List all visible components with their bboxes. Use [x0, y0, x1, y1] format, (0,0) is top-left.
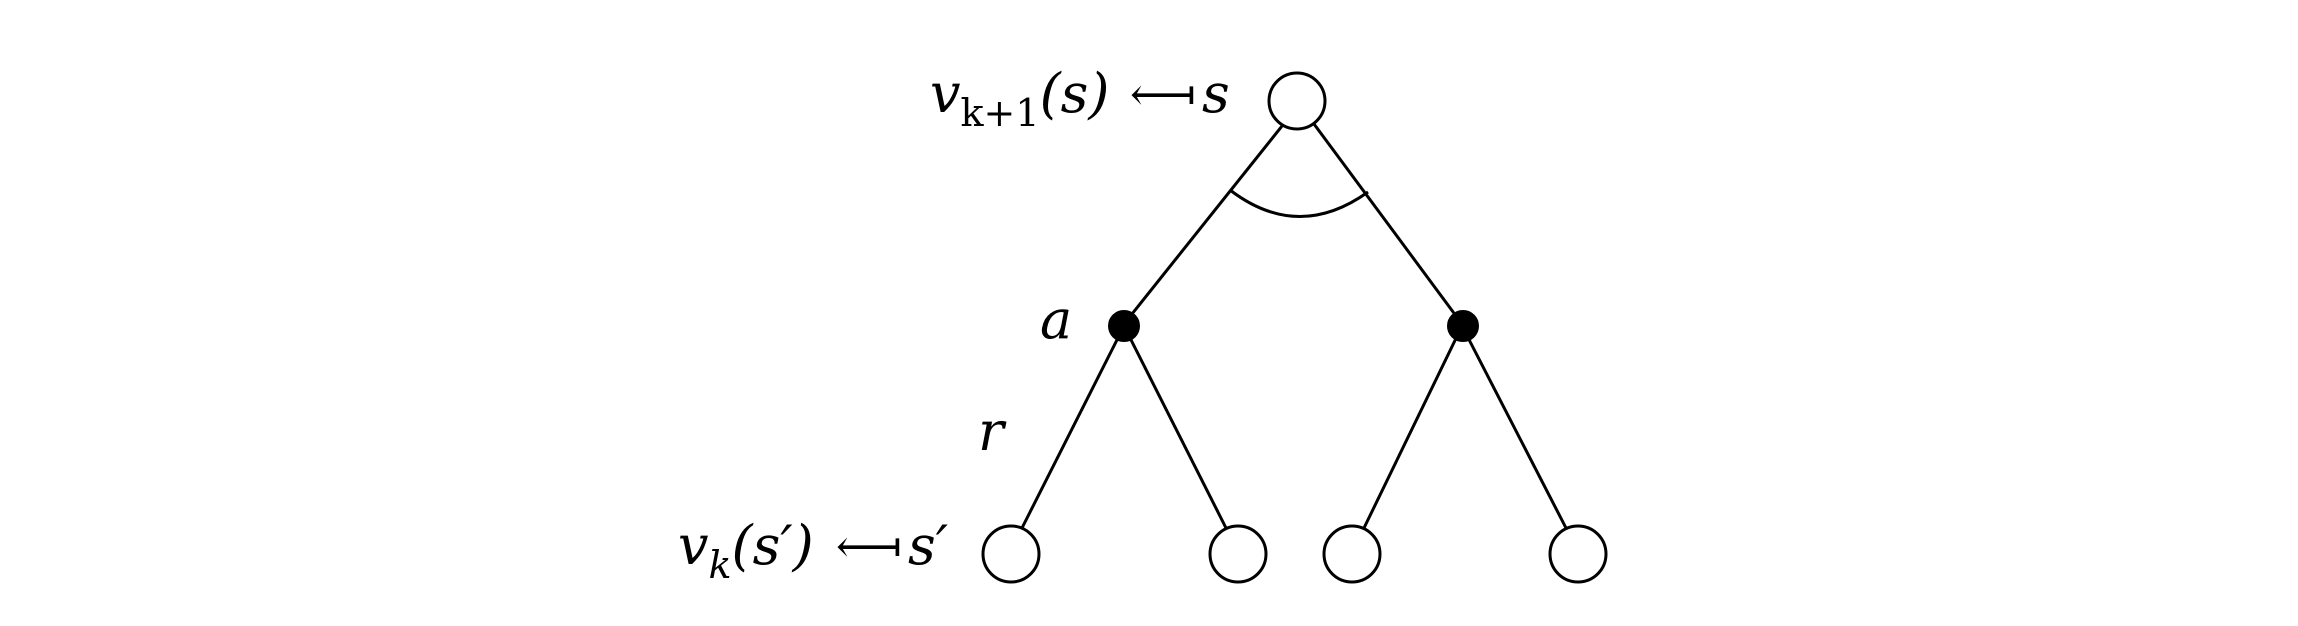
action-label: a: [1040, 288, 1072, 351]
root-arrow: ⟻: [1130, 67, 1196, 121]
edge-left-action-to-leaf-2: [1122, 325, 1228, 529]
root-state-node: [1267, 71, 1327, 131]
root-state-label: s: [1202, 62, 1230, 125]
right-action-node: [1447, 310, 1479, 342]
root-subscript: k+1: [961, 91, 1040, 135]
left-action-node: [1108, 310, 1140, 342]
edge-root-to-right-action: [1312, 123, 1464, 325]
svg-text:vk+1(s): vk+1(s): [930, 62, 1109, 135]
leaf-arrow: ⟻: [836, 519, 902, 573]
max-arc: [1229, 188, 1369, 218]
edge-left-action-to-leaf-1: [1020, 325, 1126, 529]
leaf-state-node: [981, 524, 1041, 584]
leaf-label: vk(s′) ⟻ s′: [678, 514, 948, 587]
edge-right-action-to-leaf-3: [1362, 325, 1464, 529]
leaf-arg: (s′): [732, 514, 814, 577]
reward-label: r: [978, 400, 1007, 463]
root-value-fn: v: [930, 62, 961, 125]
leaf-value-fn: v: [678, 514, 709, 577]
root-label: vk+1(s) ⟻ s: [930, 62, 1230, 135]
leaf-state-node: [1322, 524, 1382, 584]
leaf-state-node: [1208, 524, 1268, 584]
edge-right-action-to-leaf-4: [1460, 325, 1568, 529]
svg-text:vk(s′): vk(s′): [678, 514, 814, 587]
leaf-state-node: [1548, 524, 1608, 584]
leaf-state-label: s′: [908, 514, 948, 577]
root-arg: (s): [1040, 62, 1110, 125]
edge-root-to-left-action: [1122, 125, 1284, 325]
leaf-subscript: k: [709, 543, 732, 587]
